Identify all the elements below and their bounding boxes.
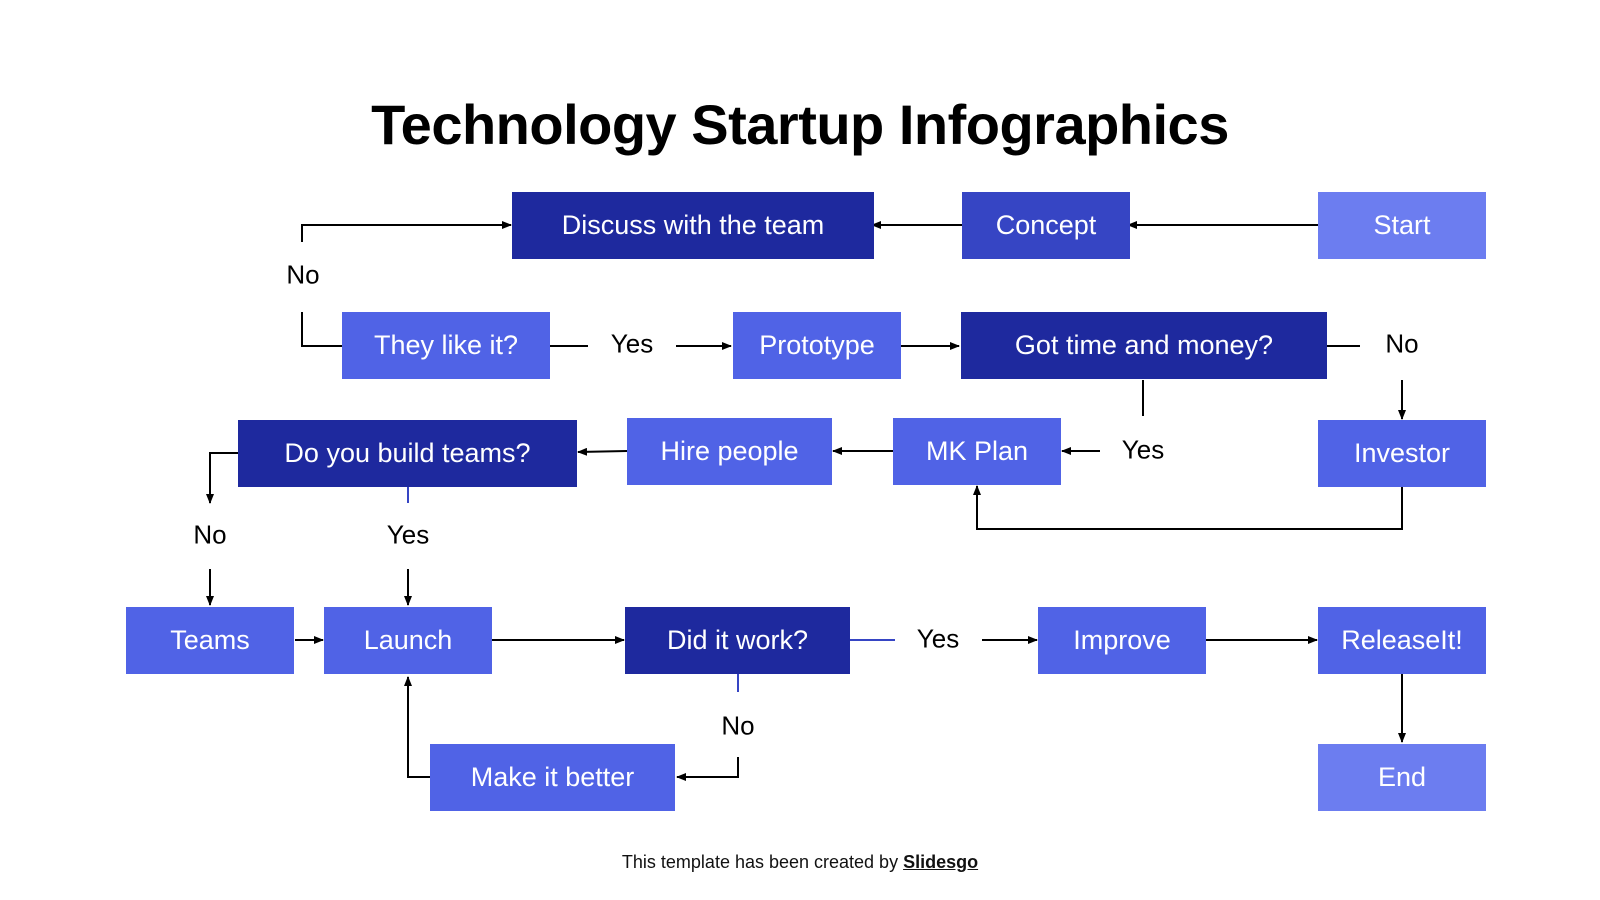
node-time-money-label: Got time and money? bbox=[1014, 330, 1274, 360]
node-improve-label: Improve bbox=[1073, 625, 1171, 655]
node-they-like-it-label: They like it? bbox=[373, 330, 519, 360]
node-they-like-it[interactable]: They like it? bbox=[342, 312, 550, 379]
page-title: Technology Startup Infographics bbox=[371, 93, 1229, 156]
footer-credit: This template has been created by Slides… bbox=[0, 852, 1600, 873]
label-like-yes: Yes bbox=[610, 328, 654, 359]
node-make-it-better-label: Make it better bbox=[470, 762, 635, 792]
node-prototype-label: Prototype bbox=[759, 330, 875, 360]
node-discuss[interactable]: Discuss with the team bbox=[512, 192, 874, 259]
label-did-work-no: No bbox=[721, 710, 755, 741]
node-did-it-work-label: Did it work? bbox=[666, 625, 809, 655]
node-teams[interactable]: Teams bbox=[126, 607, 294, 674]
label-did-work-yes: Yes bbox=[916, 623, 960, 654]
node-start-label: Start bbox=[1373, 210, 1431, 240]
node-concept-label: Concept bbox=[995, 210, 1097, 240]
node-teams-label: Teams bbox=[170, 625, 250, 655]
node-build-teams[interactable]: Do you build teams? bbox=[238, 420, 577, 487]
node-build-teams-label: Do you build teams? bbox=[284, 438, 531, 468]
node-concept[interactable]: Concept bbox=[962, 192, 1130, 259]
label-build-teams-no: No bbox=[193, 519, 227, 550]
node-improve[interactable]: Improve bbox=[1038, 607, 1206, 674]
node-release-it[interactable]: ReleaseIt! bbox=[1318, 607, 1486, 674]
node-investor[interactable]: Investor bbox=[1318, 420, 1486, 487]
label-build-teams-yes: Yes bbox=[386, 519, 430, 550]
node-hire-people-label: Hire people bbox=[660, 436, 799, 466]
label-time-money-no: No bbox=[1385, 328, 1419, 359]
node-start[interactable]: Start bbox=[1318, 192, 1486, 259]
node-did-it-work[interactable]: Did it work? bbox=[625, 607, 850, 674]
node-launch-label: Launch bbox=[363, 625, 453, 655]
node-mk-plan-label: MK Plan bbox=[925, 436, 1029, 466]
footer-brand-link[interactable]: Slidesgo bbox=[903, 852, 979, 872]
node-launch[interactable]: Launch bbox=[324, 607, 492, 674]
footer-text: This template has been created by bbox=[621, 852, 904, 872]
node-end[interactable]: End bbox=[1318, 744, 1486, 811]
node-mk-plan[interactable]: MK Plan bbox=[893, 418, 1061, 485]
node-time-money[interactable]: Got time and money? bbox=[961, 312, 1327, 379]
node-investor-label: Investor bbox=[1353, 438, 1451, 468]
node-end-label: End bbox=[1377, 762, 1427, 792]
node-release-it-label: ReleaseIt! bbox=[1341, 625, 1463, 655]
node-discuss-label: Discuss with the team bbox=[561, 210, 825, 240]
node-hire-people[interactable]: Hire people bbox=[627, 418, 832, 485]
label-time-money-yes: Yes bbox=[1121, 434, 1165, 465]
node-make-it-better[interactable]: Make it better bbox=[430, 744, 675, 811]
node-prototype[interactable]: Prototype bbox=[733, 312, 901, 379]
label-like-no: No bbox=[286, 259, 320, 290]
